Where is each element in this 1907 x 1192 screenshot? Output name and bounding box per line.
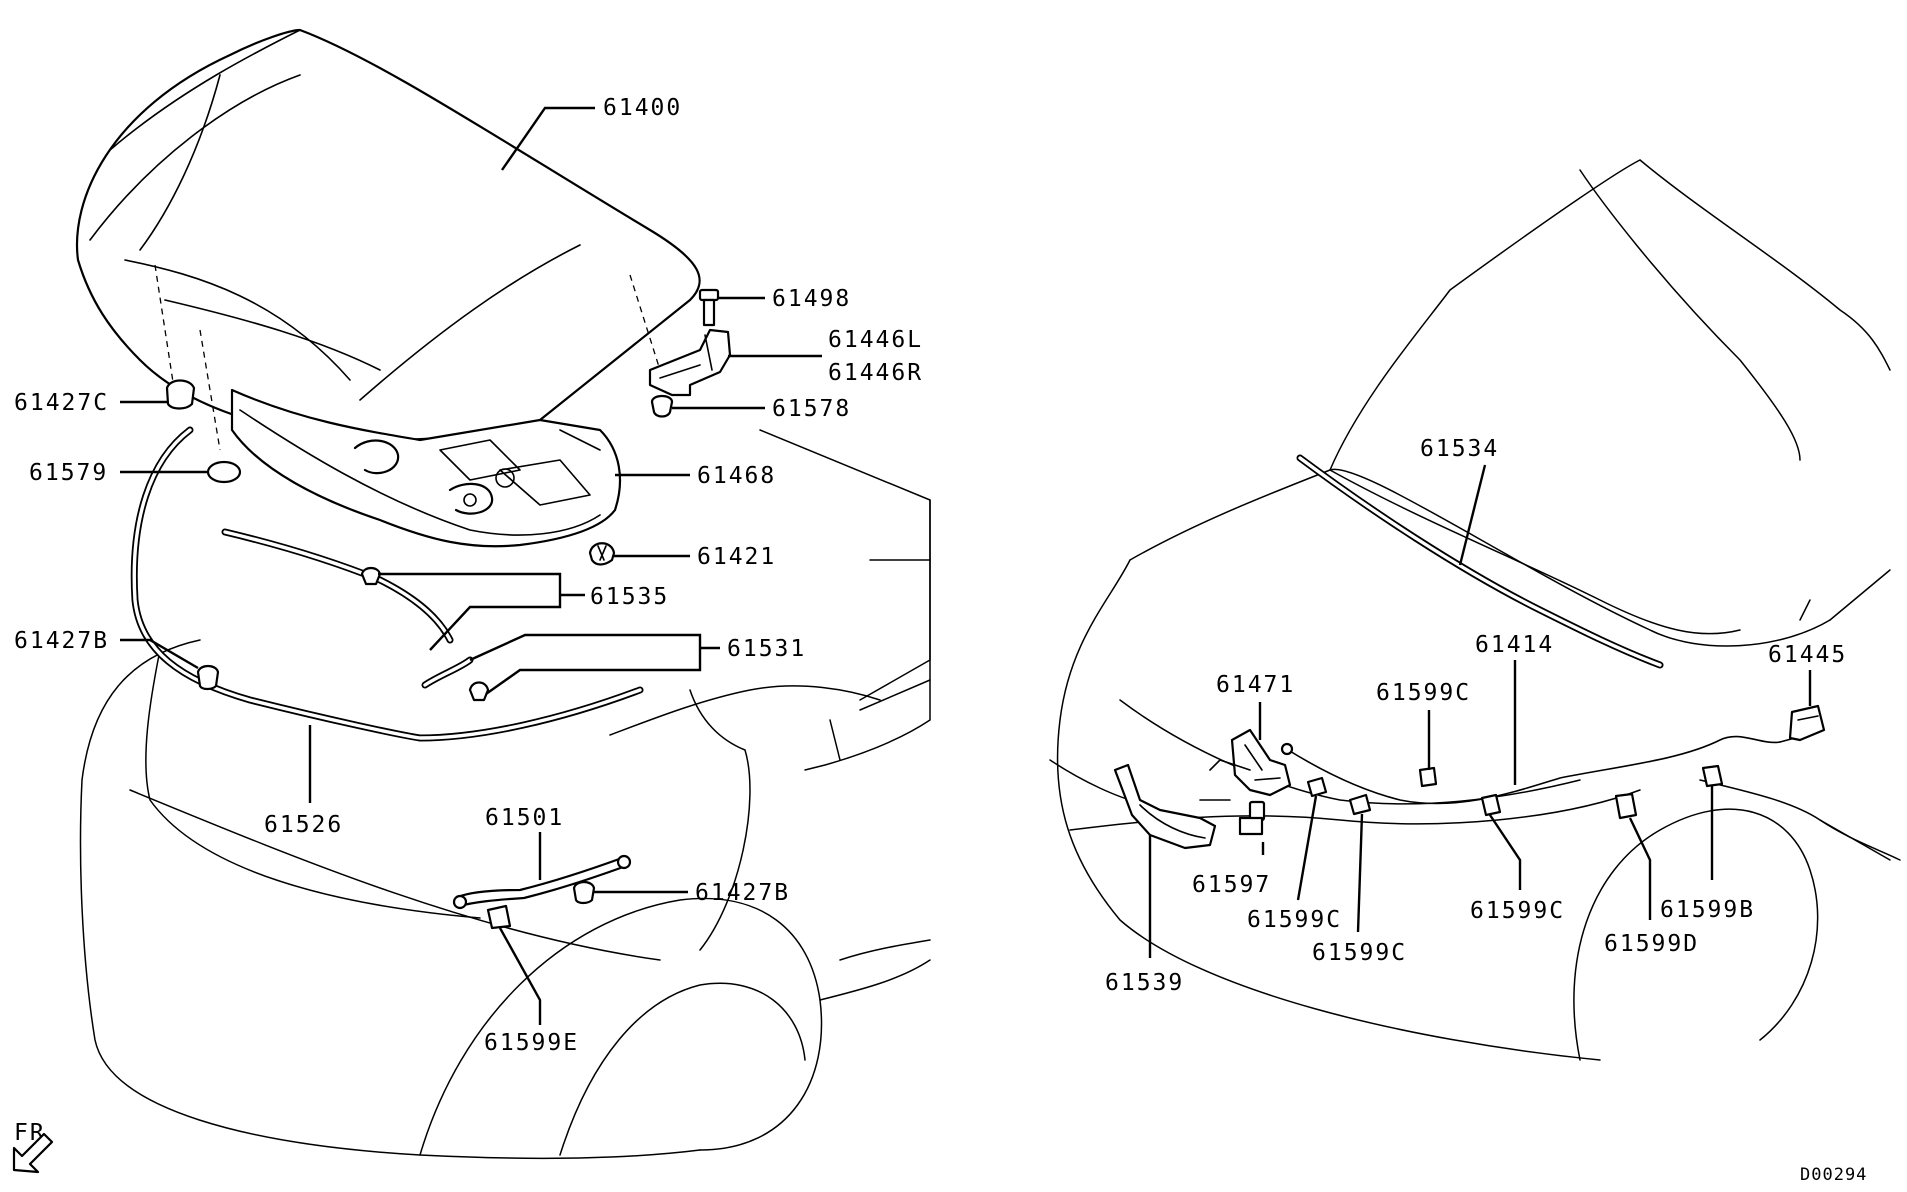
clip-61599E	[486, 904, 512, 930]
label-61471: 61471	[1216, 672, 1295, 698]
label-61578: 61578	[772, 396, 851, 422]
label-61599C-mid: 61599C	[1312, 940, 1407, 966]
label-61501: 61501	[485, 805, 564, 831]
clip-61599C-c	[1418, 766, 1438, 788]
label-61579: 61579	[29, 460, 108, 486]
prop-rod-61501	[452, 854, 632, 910]
label-61599C-left: 61599C	[1247, 907, 1342, 933]
label-drawing-code: D00294	[1800, 1165, 1867, 1185]
nut-61578	[650, 394, 674, 418]
clip-61531	[468, 681, 490, 702]
release-handle-61445	[1788, 704, 1826, 742]
label-61446R: 61446R	[828, 360, 923, 386]
hood-lock-61471	[1230, 728, 1292, 797]
label-61597: 61597	[1192, 872, 1271, 898]
label-61539: 61539	[1105, 970, 1184, 996]
label-61599E: 61599E	[484, 1030, 579, 1056]
label-61468: 61468	[697, 463, 776, 489]
part-labels: 61400 61498 61446L 61446R 61578 61427C 6…	[14, 95, 1867, 1185]
grommet-61421	[588, 542, 616, 566]
hood-seal-61526	[130, 426, 644, 742]
bumper-61427B-top	[196, 664, 220, 691]
label-61498: 61498	[772, 286, 851, 312]
bumper-61427B-bottom	[572, 880, 596, 905]
screw-61597	[1238, 800, 1266, 836]
label-61599C-top: 61599C	[1376, 680, 1471, 706]
label-61445: 61445	[1768, 642, 1847, 668]
hood-hinge-61446	[648, 328, 732, 397]
label-61427B-bottom: 61427B	[695, 880, 790, 906]
hood-inner-panel-61468	[230, 388, 622, 548]
clip-61599C-b	[1348, 793, 1372, 816]
label-61414: 61414	[1475, 632, 1554, 658]
label-61446L: 61446L	[828, 327, 923, 353]
label-61421: 61421	[697, 544, 776, 570]
seal-61534	[1296, 454, 1664, 669]
label-61526: 61526	[264, 812, 343, 838]
label-61427B-top: 61427B	[14, 628, 109, 654]
left-vehicle-body	[79, 429, 931, 1160]
clip-61535	[360, 566, 382, 586]
label-61535: 61535	[590, 584, 669, 610]
bumper-61427C	[165, 379, 196, 410]
plug-61579	[206, 460, 242, 484]
label-61531: 61531	[727, 636, 806, 662]
label-61400: 61400	[603, 95, 682, 121]
label-61599D: 61599D	[1604, 931, 1699, 957]
clip-61599D	[1614, 792, 1638, 820]
leader-lines	[120, 106, 1812, 1025]
hood-seal-61531	[421, 656, 474, 689]
label-61534: 61534	[1420, 436, 1499, 462]
right-vehicle-body	[1049, 159, 1901, 1061]
latch-bracket-61539	[1113, 759, 1251, 850]
clip-61599B	[1701, 764, 1724, 788]
label-61427C: 61427C	[14, 390, 109, 416]
label-61599B: 61599B	[1660, 897, 1755, 923]
hood-seal-61535	[221, 528, 454, 644]
bolt-61498	[698, 288, 720, 327]
clip-61599C-d	[1480, 793, 1502, 817]
release-cable-61414	[1280, 735, 1796, 805]
front-direction-arrow-icon	[12, 1132, 54, 1174]
label-61599C-right: 61599C	[1470, 898, 1565, 924]
clip-61599C-a	[1306, 776, 1328, 798]
